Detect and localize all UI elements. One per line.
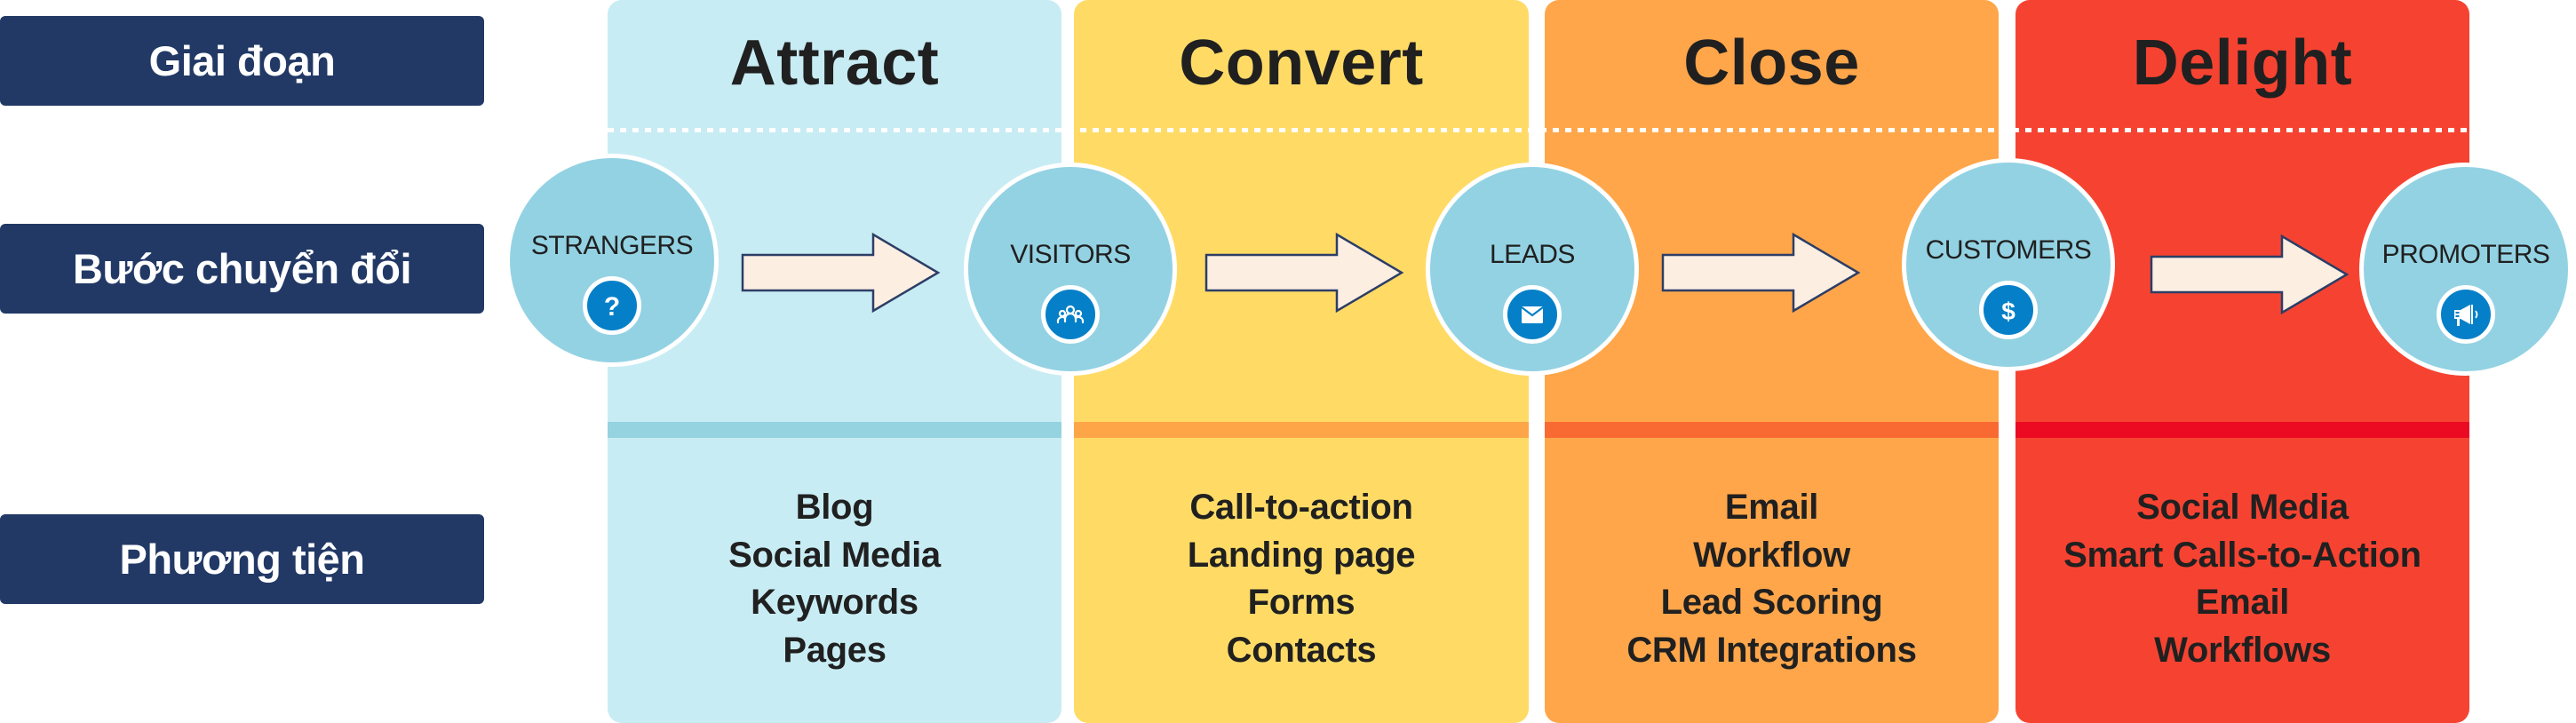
- stage-title: Delight: [2132, 28, 2353, 99]
- tool-item: Forms: [1247, 583, 1356, 622]
- row-label-stage: Giai đoạn: [0, 16, 484, 106]
- svg-text:?: ?: [604, 292, 620, 322]
- svg-text:$: $: [2001, 298, 2015, 325]
- question-icon: ?: [583, 276, 641, 335]
- arrow-right-icon: [1661, 233, 1861, 313]
- stage-tools-list: Email Workflow Lead Scoring CRM Integrat…: [1545, 484, 1999, 674]
- tool-item: Workflows: [2154, 630, 2331, 670]
- stage-column-convert: Convert Call-to-action Landing page Form…: [1074, 0, 1529, 723]
- people-icon: [1041, 285, 1100, 344]
- dollar-icon: $: [1979, 281, 2038, 339]
- tool-item: Pages: [783, 630, 886, 670]
- stage-column-delight: Delight Social Media Smart Calls-to-Acti…: [2015, 0, 2469, 723]
- step-label: PROMOTERS: [2381, 240, 2550, 269]
- stage-title: Close: [1683, 28, 1860, 99]
- stage-column-close: Close Email Workflow Lead Scoring CRM In…: [1545, 0, 1999, 723]
- tool-item: Call-to-action: [1189, 488, 1413, 527]
- arrow-right-icon: [2150, 234, 2349, 314]
- header-dotted-divider: [608, 128, 2469, 132]
- stage-tools-list: Social Media Smart Calls-to-Action Email…: [2015, 484, 2469, 674]
- step-strangers: STRANGERS ?: [505, 154, 719, 367]
- stage-divider-bar: [608, 422, 1061, 438]
- tool-item: Contacts: [1226, 630, 1377, 670]
- step-customers: CUSTOMERS $: [1902, 158, 2115, 371]
- row-label-conversion-step: Bước chuyển đổi: [0, 224, 484, 314]
- tool-item: Keywords: [751, 583, 918, 622]
- step-label: CUSTOMERS: [1925, 235, 2092, 265]
- stage-divider-bar: [2015, 422, 2469, 438]
- envelope-icon: [1503, 285, 1562, 344]
- arrow-right-icon: [1205, 233, 1404, 313]
- tool-item: Social Media: [728, 535, 941, 575]
- step-visitors: VISITORS: [964, 163, 1177, 376]
- tool-item: Lead Scoring: [1660, 583, 1883, 622]
- row-label-media: Phương tiện: [0, 514, 484, 604]
- tool-item: Landing page: [1187, 535, 1416, 575]
- tool-item: Blog: [795, 488, 874, 527]
- tool-item: Email: [2195, 583, 2290, 622]
- step-label: VISITORS: [1010, 240, 1131, 269]
- stage-divider-bar: [1545, 422, 1999, 438]
- tool-item: Social Media: [2136, 488, 2349, 527]
- step-label: LEADS: [1490, 240, 1575, 269]
- step-promoters: PROMOTERS: [2359, 163, 2572, 376]
- step-leads: LEADS: [1426, 163, 1639, 376]
- stage-tools-list: Blog Social Media Keywords Pages: [608, 484, 1061, 674]
- tool-item: Workflow: [1693, 535, 1850, 575]
- tool-item: CRM Integrations: [1626, 630, 1917, 670]
- tool-item: Smart Calls-to-Action: [2063, 535, 2421, 575]
- stage-tools-list: Call-to-action Landing page Forms Contac…: [1074, 484, 1529, 674]
- stage-column-attract: Attract Blog Social Media Keywords Pages: [608, 0, 1061, 723]
- megaphone-icon: [2437, 285, 2495, 344]
- stage-title: Attract: [729, 28, 940, 99]
- tool-item: Email: [1724, 488, 1819, 527]
- stage-title: Convert: [1179, 28, 1424, 99]
- stage-divider-bar: [1074, 422, 1529, 438]
- step-label: STRANGERS: [530, 231, 694, 260]
- arrow-right-icon: [741, 233, 941, 313]
